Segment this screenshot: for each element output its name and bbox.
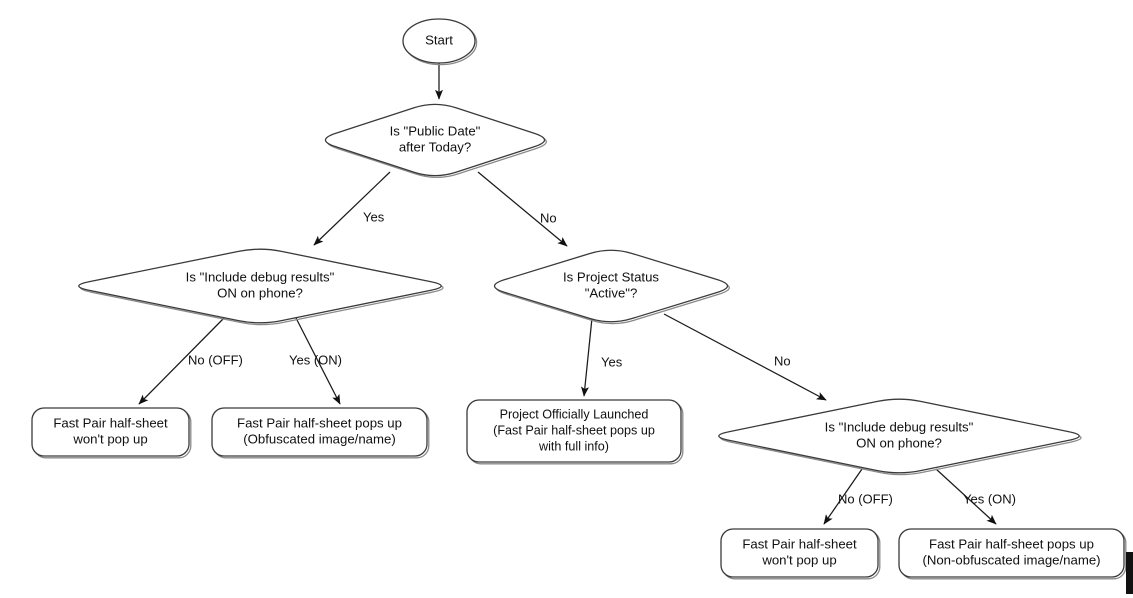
edge-e-debug-left-on xyxy=(295,317,341,405)
node-text-line: ON on phone? xyxy=(217,285,303,300)
node-text-line: Fast Pair half-sheet pops up xyxy=(237,415,402,430)
node-text-line: Is "Public Date" xyxy=(390,123,481,138)
node-text-line: (Non-obfuscated image/name) xyxy=(922,552,1100,567)
edge-e-public-date-yes xyxy=(313,171,391,246)
edge-e-debug-left-off xyxy=(138,317,225,405)
node-start[interactable]: Start xyxy=(402,18,478,66)
right-edge-artifact-bar xyxy=(1126,552,1133,594)
node-text-line: Is Project Status xyxy=(563,269,659,284)
node-text-line: after Today? xyxy=(399,139,471,154)
edge-label-e-debug-left-off: No (OFF) xyxy=(188,352,243,367)
edge-e-debug-right-on xyxy=(935,468,997,525)
edge-label-e-debug-left-on: Yes (ON) xyxy=(289,352,342,367)
node-text-line: won't pop up xyxy=(761,552,836,567)
node-text-line: ON on phone? xyxy=(856,435,942,450)
node-out-launched[interactable]: Project Officially Launched (Fast Pair ha… xyxy=(466,399,684,465)
node-text-line: Project Officially Launched xyxy=(500,407,649,421)
node-q-project-status[interactable]: Is Project Status"Active"? xyxy=(493,249,730,325)
node-out-right-on[interactable]: Fast Pair half-sheet pops up(Non-obfusca… xyxy=(898,528,1127,580)
edge-e-debug-right-off xyxy=(823,468,863,525)
edge-label-e-debug-right-on: Yes (ON) xyxy=(963,491,1016,506)
edge-label-e-project-yes: Yes xyxy=(601,354,623,369)
edge-label-e-public-date-no: No xyxy=(540,210,557,225)
edge-e-project-yes xyxy=(580,317,593,397)
edge-e-project-no xyxy=(663,313,827,401)
node-text-line: Fast Pair half-sheet xyxy=(53,415,168,430)
node-text-line: Is "Include debug results" xyxy=(186,269,335,284)
nodes-layer: Start Is "Public Date"after Today? Is "Inc… xyxy=(31,18,1127,580)
node-text-line: Fast Pair half-sheet pops up xyxy=(929,536,1094,551)
node-text-line: "Active"? xyxy=(585,285,638,300)
node-text-line: (Obfuscated image/name) xyxy=(243,431,395,446)
node-text-line: (Fast Pair half-sheet pops up xyxy=(493,423,655,437)
node-text-line: Start xyxy=(425,32,453,47)
node-text-line: with full info) xyxy=(538,439,609,453)
node-text-line: Is "Include debug results" xyxy=(825,419,974,434)
edge-label-e-project-no: No xyxy=(774,353,791,368)
node-text-line: Fast Pair half-sheet xyxy=(742,536,857,551)
edge-e-public-date-no xyxy=(477,171,568,247)
node-text-line: won't pop up xyxy=(72,431,147,446)
node-out-left-on[interactable]: Fast Pair half-sheet pops up(Obfuscated … xyxy=(211,407,430,459)
node-q-public-date[interactable]: Is "Public Date"after Today? xyxy=(324,103,547,179)
node-q-debug-left[interactable]: Is "Include debug results"ON on phone? xyxy=(78,248,444,326)
edges-layer xyxy=(138,63,997,525)
node-q-debug-right[interactable]: Is "Include debug results"ON on phone? xyxy=(718,398,1082,476)
edge-label-e-public-date-yes: Yes xyxy=(363,209,385,224)
edge-label-e-debug-right-off: No (OFF) xyxy=(838,491,893,506)
